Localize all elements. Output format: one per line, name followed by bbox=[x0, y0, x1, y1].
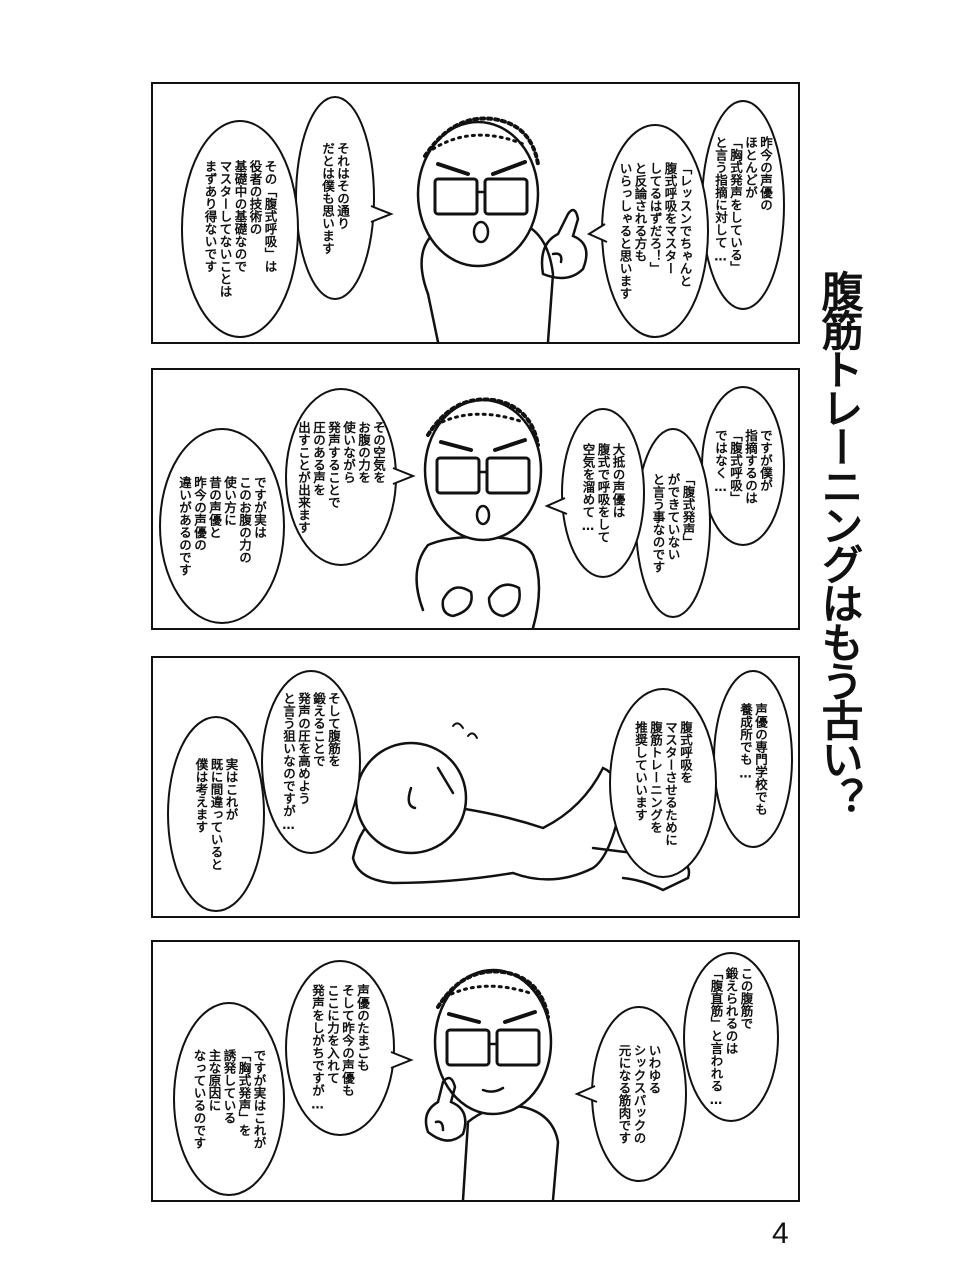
speech-bubble: 腹式呼吸を マスターさせるために 腹筋トレーニングを 推奨していいます bbox=[609, 688, 717, 878]
bubble-text: いわゆる シックスパックの 元になる筋肉です bbox=[616, 1044, 662, 1144]
speech-bubble: 昨今の声優の ほとんどが 「胸式発声をしている」 と言う指摘に対して… bbox=[701, 100, 785, 310]
bubble-text: 昨今の声優の ほとんどが 「胸式発声をしている」 と言う指摘に対して… bbox=[713, 136, 773, 274]
bubble-text: 「腹式発声」 ができていない と言う事なのです bbox=[650, 473, 696, 573]
bubble-text: 声優の専門学校でも 養成所でも… bbox=[738, 702, 768, 816]
bubble-text: 腹式呼吸を マスターさせるために 腹筋トレーニングを 推奨していいます bbox=[633, 720, 693, 846]
speech-bubble: 声優のたまごも そして昨今の声優も ここに力を入れて 発声をしがちですが… bbox=[285, 960, 414, 1136]
speech-bubble: そして腹筋を 鍛えることで 発声の圧を高めよう と言う狙いなのですが… bbox=[261, 670, 361, 854]
bubble-text: その空気を お腹の力を 使いながら 発声することで 圧のある声を 出すことが出来… bbox=[296, 420, 386, 534]
bubble-text: 声優のたまごも そして昨今の声優も ここに力を入れて 発声をしがちですが… bbox=[310, 984, 370, 1112]
speech-bubble: その「腹式呼吸」は 役者の技術の 基礎中の基礎なので マスターしてないことは ま… bbox=[181, 120, 299, 338]
speech-bubble: ですが僕が 指摘するのは 「腹式呼吸」 ではなく… bbox=[701, 386, 785, 546]
speech-bubble: 大抵の声優は 腹式で呼吸をして 空気を溜めて… bbox=[544, 408, 645, 578]
bubble-text: 大抵の声優は 腹式で呼吸をして 空気を溜めて… bbox=[580, 443, 626, 543]
bubble-text: それはその通り だとは僕も思います bbox=[320, 142, 350, 255]
character-pointing-illustration bbox=[416, 116, 588, 342]
speech-bubble: ですが実は このお腹の力の 使い方に 昔の声優と 昨今の声優の 違いがあるのです bbox=[159, 428, 285, 624]
bubble-text: その「腹式呼吸」は 役者の技術の 基礎中の基礎なので マスターしてないことは ま… bbox=[202, 160, 278, 298]
panel-4: この腹筋で 鍛えられるのは 「腹直筋」と言われる… いわゆる シックスパックの … bbox=[151, 940, 800, 1202]
speech-bubble: この腹筋で 鍛えられるのは 「腹直筋」と言われる… bbox=[683, 952, 779, 1122]
page-title: 腹筋トレーニングはもう古い？ bbox=[815, 270, 864, 816]
panel-3: 声優の専門学校でも 養成所でも… 腹式呼吸を マスターさせるために 腹筋トレーニ… bbox=[151, 656, 800, 918]
bubble-text: 「レッスンでちゃんと 腹式呼吸をマスター してるはずだろ！」 と反論される方も … bbox=[617, 162, 693, 300]
character-belly-illustration bbox=[415, 397, 543, 628]
panel-1: 昨今の声優の ほとんどが 「胸式発声をしている」 と言う指摘に対して… 「レッス… bbox=[151, 82, 800, 344]
speech-bubble: それはその通り だとは僕も思います bbox=[295, 96, 394, 301]
speech-bubble: 声優の専門学校でも 養成所でも… bbox=[713, 670, 793, 848]
bubble-text: ですが実は このお腹の力の 使い方に 昔の声優と 昨今の声優の 違いがあるのです bbox=[177, 476, 267, 576]
speech-bubble: 「レッスンでちゃんと 腹式呼吸をマスター してるはずだろ！」 と反論される方も … bbox=[586, 124, 709, 338]
speech-bubble: いわゆる シックスパックの 元になる筋肉です bbox=[574, 1006, 687, 1182]
character-thumb-illustration bbox=[424, 968, 560, 1200]
page-number: 4 bbox=[772, 1217, 789, 1250]
panel-2: ですが僕が 指摘するのは 「腹式呼吸」 ではなく… 「腹式発声」 ができていない… bbox=[151, 368, 800, 630]
speech-bubble: ですが実はこれが 「胸式発声」を 誘発している 主な原因に なっているのです bbox=[173, 1002, 285, 1196]
bubble-text: ですが僕が 指摘するのは 「腹式呼吸」 ではなく… bbox=[713, 428, 773, 504]
bubble-text: そして腹筋を 鍛えることで 発声の圧を高めよう と言う狙いなのですが… bbox=[281, 692, 341, 832]
bubble-text: 実はこれが 既に間違っていると 僕は考えます bbox=[193, 757, 239, 871]
speech-bubble: その空気を お腹の力を 使いながら 発声することで 圧のある声を 出すことが出来… bbox=[285, 388, 416, 566]
bubble-text: ですが実はこれが 「胸式発声」を 誘発している 主な原因に なっているのです bbox=[191, 1049, 267, 1149]
speech-bubble: 「腹式発声」 ができていない と言う事なのです bbox=[635, 428, 711, 618]
bubble-text: この腹筋で 鍛えられるのは 「腹直筋」と言われる… bbox=[708, 967, 754, 1107]
speech-bubble: 実はこれが 既に間違っていると 僕は考えます bbox=[167, 716, 265, 912]
